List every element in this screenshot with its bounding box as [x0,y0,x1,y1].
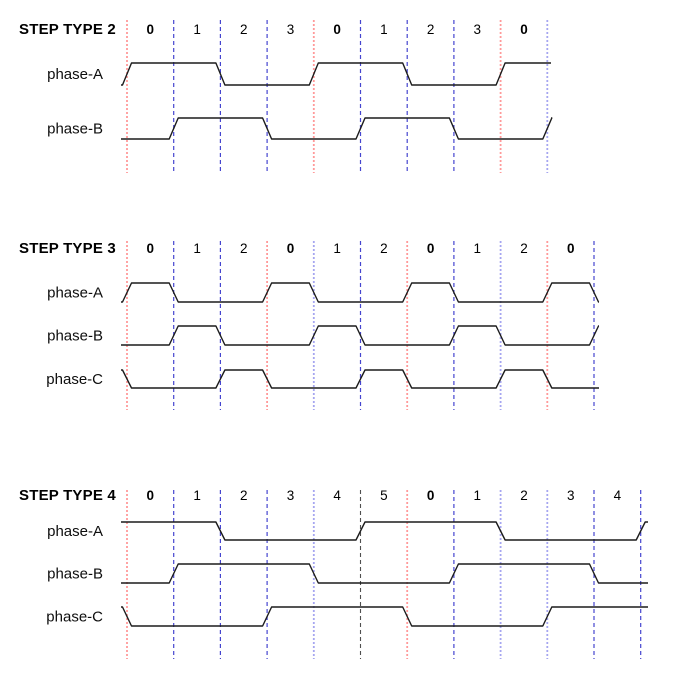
phase-label: phase-B [47,566,103,583]
step-number: 0 [567,241,575,256]
waveform-phase-b [121,325,600,346]
step-number: 3 [567,488,575,503]
step-number: 2 [240,241,248,256]
section-step-type-4: STEP TYPE 4 0 1 2 3 4 5 0 1 2 3 4 phase-A phase-B phas… [19,487,648,659]
step-number: 2 [520,241,528,256]
waveform-phase-a [121,62,551,86]
section-step-type-2: STEP TYPE 2 0 1 2 3 0 1 2 3 0 phase-A phase-B [19,20,553,173]
step-number: 1 [380,22,388,37]
section-title: STEP TYPE 2 [19,21,116,38]
phase-label: phase-A [47,285,103,302]
step-number: 2 [520,488,528,503]
step-number: 3 [287,488,295,503]
waveform-phase-c [121,369,599,389]
phase-label: phase-A [47,66,103,83]
section-title: STEP TYPE 4 [19,487,116,504]
step-number: 2 [380,241,388,256]
phase-label: phase-B [47,328,103,345]
step-number: 1 [474,488,482,503]
step-number: 1 [333,241,341,256]
waveform-phase-b [121,117,553,140]
step-number: 1 [193,22,201,37]
step-number: 0 [427,488,435,503]
step-number: 0 [333,22,341,37]
step-number: 3 [287,22,295,37]
step-number: 2 [240,488,248,503]
step-number: 4 [614,488,622,503]
section-title: STEP TYPE 3 [19,240,116,257]
step-number: 3 [474,22,482,37]
phase-label: phase-C [46,371,103,388]
step-number: 2 [427,22,435,37]
step-number: 1 [193,241,201,256]
step-number: 0 [520,22,528,37]
waveform-phase-a [121,282,600,303]
phase-label: phase-C [46,609,103,626]
step-number: 0 [147,488,155,503]
step-number: 0 [147,22,155,37]
step-number: 0 [287,241,295,256]
section-step-type-3: STEP TYPE 3 0 1 2 0 1 2 0 1 2 0 phase-A phase-B phase… [19,240,600,410]
step-number: 0 [427,241,435,256]
step-number: 2 [240,22,248,37]
step-number: 5 [380,488,388,503]
waveform-phase-a [121,521,648,541]
step-number: 4 [333,488,341,503]
phase-label: phase-A [47,523,103,540]
waveform-phase-c [121,606,648,627]
waveform-phase-b [121,563,648,584]
step-number: 1 [474,241,482,256]
step-number: 1 [193,488,201,503]
phase-label: phase-B [47,121,103,138]
step-number: 0 [147,241,155,256]
